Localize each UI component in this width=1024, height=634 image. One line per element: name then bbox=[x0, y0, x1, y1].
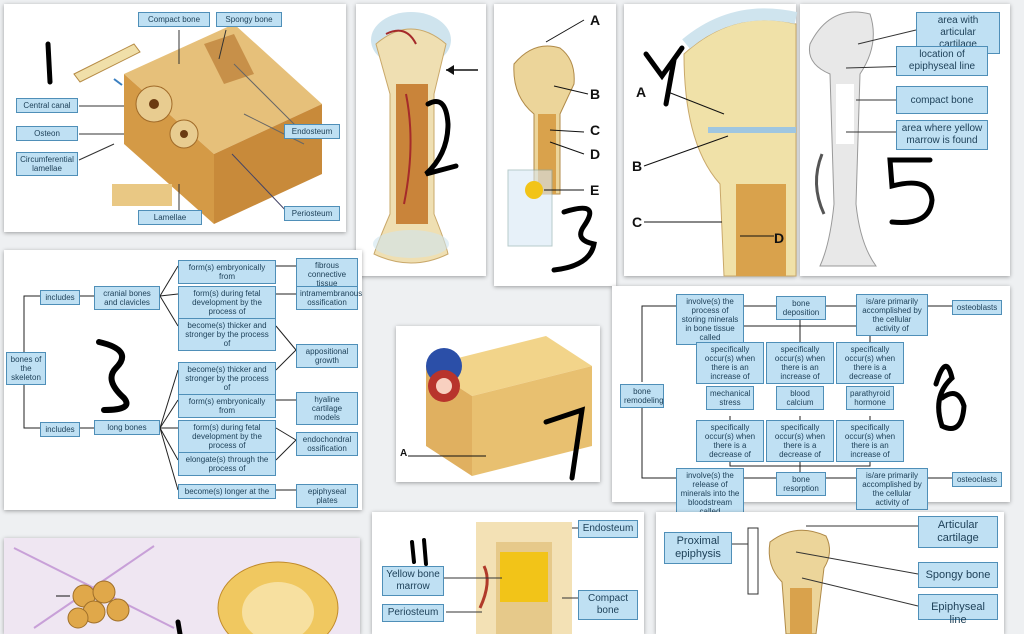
card-remodeling-map-6[interactable]: involve(s) the process of storing minera… bbox=[612, 286, 1010, 519]
box-primarily-bottom: is/are primarily accomplished by the cel… bbox=[856, 468, 928, 510]
label-lamellae: Lamellae bbox=[138, 210, 202, 225]
box-inc3: specifically occur(s) when there is an i… bbox=[836, 420, 904, 462]
box-process-top: involve(s) the process of storing minera… bbox=[676, 294, 744, 345]
letter-b: B bbox=[590, 86, 601, 102]
box-mechanical-stress: mechanical stress bbox=[706, 386, 754, 410]
box-t5: endochondral ossification bbox=[296, 432, 358, 456]
label-yellow-marrow-area: area where yellow marrow is found bbox=[896, 120, 988, 150]
label-spongy-bone: Spongy bone bbox=[918, 562, 998, 588]
box-t4: hyaline cartilage models bbox=[296, 392, 358, 425]
letter-d: D bbox=[774, 230, 785, 246]
box-t6: epiphyseal plates bbox=[296, 484, 358, 508]
box-t2: intramembranous ossification bbox=[296, 286, 362, 310]
letter-b: B bbox=[632, 158, 643, 174]
box-osteoblasts: osteoblasts bbox=[952, 300, 1002, 315]
box-includes-1: includes bbox=[40, 290, 80, 305]
label-osteon: Osteon bbox=[16, 126, 78, 141]
long-bone-illustration bbox=[371, 12, 478, 264]
box-r8: become(s) longer at the bbox=[178, 484, 276, 499]
concept-map-8-lines bbox=[23, 265, 297, 491]
box-blood-calcium: blood calcium bbox=[776, 386, 824, 410]
box-dec2: specifically occur(s) when there is a de… bbox=[766, 420, 834, 462]
box-r4: become(s) thicker and stronger by the pr… bbox=[178, 362, 276, 395]
label-spongy-bone: Spongy bone bbox=[216, 12, 282, 27]
box-osteoclasts: osteoclasts bbox=[952, 472, 1002, 487]
box-t3: appositional growth bbox=[296, 344, 358, 368]
card-bone-letters-3[interactable]: A B C D E 3 bbox=[494, 4, 616, 286]
label-compact-bone: compact bone bbox=[896, 86, 988, 114]
letter-c: C bbox=[590, 122, 601, 138]
label-epiphyseal-location: location of epiphyseal line bbox=[896, 46, 988, 76]
card-long-bone-2[interactable]: 2 bbox=[356, 4, 486, 276]
label-compact-bone: Compact bone bbox=[138, 12, 210, 27]
compact-bone-illustration bbox=[45, 24, 322, 224]
label-circumferential-lamellae: Circumferential lamellae bbox=[16, 152, 78, 176]
card-proximal-epiphysis-12[interactable]: Proximal epiphysis Articular cartilage S… bbox=[656, 512, 1004, 634]
label-epiphyseal-line: Epiphyseal line bbox=[918, 594, 998, 626]
label-central-canal: Central canal bbox=[16, 98, 78, 113]
box-primarily-top: is/are primarily accomplished by the cel… bbox=[856, 294, 928, 336]
letter-c: C bbox=[632, 214, 643, 230]
cells-illustration bbox=[13, 542, 356, 634]
box-r5: form(s) embryonically from bbox=[178, 394, 276, 418]
box-inc2: specifically occur(s) when there is an i… bbox=[766, 342, 834, 384]
bone-section-illustration bbox=[410, 522, 578, 634]
card-humerus-5[interactable]: area with articular cartilage location o… bbox=[800, 4, 1010, 276]
box-r2: form(s) during fetal development by the … bbox=[178, 286, 276, 319]
osteon-illustration bbox=[408, 336, 592, 481]
label-periosteum: Periosteum bbox=[284, 206, 340, 221]
letter-a: A bbox=[400, 448, 408, 459]
box-r6: form(s) during fetal development by the … bbox=[178, 420, 276, 453]
letter-a: A bbox=[590, 12, 601, 28]
label-periosteum: Periosteum bbox=[382, 604, 444, 622]
humerus-illustration bbox=[808, 11, 935, 267]
letter-e: E bbox=[590, 182, 600, 198]
box-parathyroid: parathyroid hormone bbox=[846, 386, 894, 410]
label-compact-bone: Compact bone bbox=[578, 590, 638, 620]
letter-d: D bbox=[590, 146, 601, 162]
box-dec3: specifically occur(s) when there is a de… bbox=[836, 342, 904, 384]
card-osteon-7[interactable]: A 7 bbox=[396, 326, 600, 482]
box-remodeling: bone remodeling bbox=[620, 384, 664, 408]
box-includes-2: includes bbox=[40, 422, 80, 437]
box-cranial-bones: cranial bones and clavicles bbox=[94, 286, 160, 310]
label-endosteum: Endosteum bbox=[284, 124, 340, 139]
box-dec1: specifically occur(s) when there is a de… bbox=[696, 420, 764, 462]
label-endosteum: Endosteum bbox=[578, 520, 638, 538]
card-epiphysis-4[interactable]: A B C D 4 bbox=[624, 4, 798, 277]
box-r7: elongate(s) through the process of bbox=[178, 452, 276, 476]
label-yellow-marrow: Yellow bone marrow bbox=[382, 566, 444, 596]
proximal-epiphysis-illustration bbox=[732, 525, 919, 634]
epiphysis-illustration bbox=[643, 8, 798, 277]
label-articular-cartilage: Articular cartilage bbox=[918, 516, 998, 548]
box-bones-skeleton: bones of the skeleton bbox=[6, 352, 46, 385]
box-r3: become(s) thicker and stronger by the pr… bbox=[178, 318, 276, 351]
bone-letters-illustration bbox=[507, 19, 597, 273]
card-cells-10[interactable]: 1 bbox=[4, 538, 360, 634]
box-inc1: specifically occur(s) when there is an i… bbox=[696, 342, 764, 384]
label-proximal-epiphysis: Proximal epiphysis bbox=[664, 532, 732, 564]
box-resorption: bone resorption bbox=[776, 472, 826, 496]
card-bone-section-11[interactable]: Endosteum Yellow bone marrow Compact bon… bbox=[372, 512, 644, 634]
box-deposition: bone deposition bbox=[776, 296, 826, 320]
box-process-bottom: involve(s) the release of minerals into … bbox=[676, 468, 744, 519]
box-long-bones: long bones bbox=[94, 420, 160, 435]
box-r1: form(s) embryonically from bbox=[178, 260, 276, 284]
card-compact-bone-diagram[interactable]: Compact bone Spongy bone Central canal O… bbox=[4, 4, 346, 232]
letter-a: A bbox=[636, 84, 647, 100]
card-concept-map-8[interactable]: bones of the skeleton includes includes … bbox=[4, 250, 362, 510]
